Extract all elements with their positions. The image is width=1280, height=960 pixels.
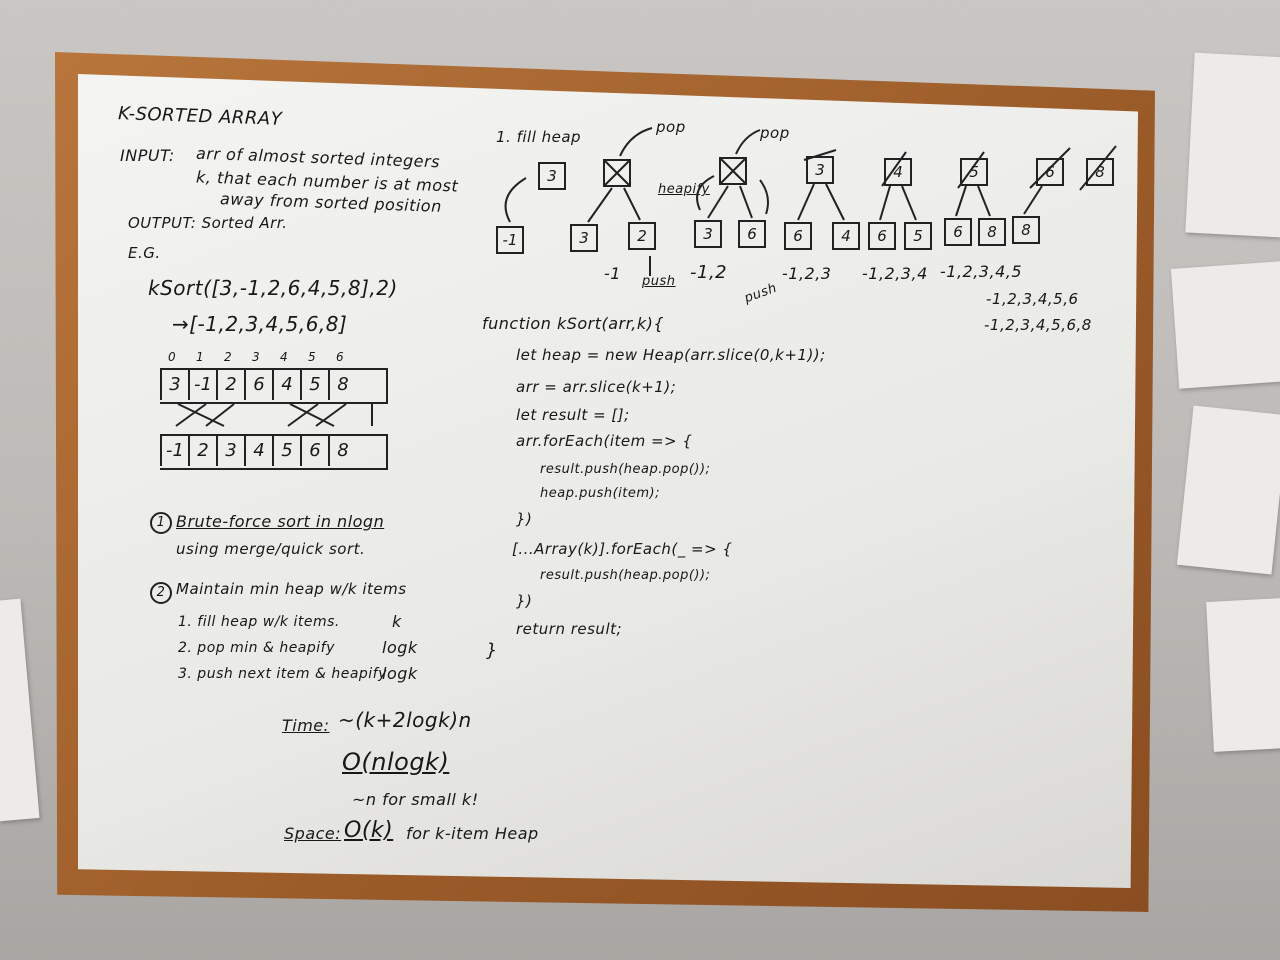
array-cell: 2 — [216, 370, 244, 400]
index-label: 6 — [336, 350, 345, 364]
code-line: } — [486, 640, 498, 661]
array-cell: -1 — [188, 370, 216, 400]
wall-paper-mid — [1170, 261, 1280, 389]
code-line: result.push(heap.pop()); — [540, 462, 711, 477]
step-cost: logk — [382, 664, 418, 683]
heap-node: 6 — [944, 218, 972, 246]
array-cell: -1 — [160, 436, 188, 466]
heap-node: 4 — [884, 158, 912, 186]
output-sequence: -1,2,3,4,5,6,8 — [984, 316, 1092, 334]
approach-2-number: 2 — [150, 582, 172, 604]
pop-label: pop — [656, 118, 686, 136]
code-line: }) — [516, 510, 533, 528]
step-text: 2. pop min & heapify — [178, 640, 335, 656]
heap-node: 4 — [832, 222, 860, 250]
pop-label: pop — [760, 124, 790, 142]
output-line: OUTPUT: Sorted Arr. — [128, 214, 288, 232]
heap-node: 3 — [570, 224, 598, 252]
approach-1-line-1: Brute-force sort in nlogn — [176, 512, 385, 531]
output-sequence: -1,2 — [690, 262, 728, 283]
code-line: heap.push(item); — [540, 486, 660, 501]
array-cell: 3 — [160, 370, 188, 400]
code-line: let heap = new Heap(arr.slice(0,k+1)); — [516, 346, 826, 364]
code-line: [...Array(k)].forEach(_ => { — [512, 540, 733, 558]
heap-node: 6 — [738, 220, 766, 248]
array-cell: 6 — [244, 370, 272, 400]
time-expression: ~(k+2logk)n — [338, 708, 472, 732]
example-call: kSort([3,-1,2,6,4,5,8],2) — [148, 276, 398, 300]
time-big-o: O(nlogk) — [342, 748, 450, 776]
array-cell: 4 — [272, 370, 300, 400]
space-label: Space: — [284, 824, 342, 843]
eg-label: E.G. — [128, 244, 161, 262]
code-line: result.push(heap.pop()); — [540, 568, 711, 583]
wall-paper-lower — [1176, 405, 1280, 575]
code-line: let result = []; — [516, 406, 630, 424]
input-array: 3 -1 2 6 4 5 8 — [160, 368, 388, 404]
index-label: 5 — [308, 350, 317, 364]
array-cell: 5 — [272, 436, 300, 466]
step-cost: logk — [382, 638, 418, 657]
approach-1-number: 1 — [150, 512, 172, 534]
heap-title: 1. fill heap — [496, 128, 582, 146]
step-text: 1. fill heap w/k items. — [178, 614, 340, 630]
index-label: 0 — [168, 350, 177, 364]
index-label: 4 — [280, 350, 289, 364]
array-cell: 4 — [244, 436, 272, 466]
heap-node: 6 — [784, 222, 812, 250]
step-text: 3. push next item & heapify — [178, 666, 387, 682]
approach-2-line-1: Maintain min heap w/k items — [176, 580, 407, 598]
array-cell: 6 — [300, 436, 328, 466]
array-cell: 5 — [300, 370, 328, 400]
code-line: arr = arr.slice(k+1); — [516, 378, 677, 396]
heap-node: 8 — [1012, 216, 1040, 244]
code-line: function kSort(arr,k){ — [482, 314, 665, 333]
heap-node: 3 — [806, 156, 834, 184]
heap-node: 5 — [904, 222, 932, 250]
sorted-array: -1 2 3 4 5 6 8 — [160, 434, 388, 470]
heap-node: 5 — [960, 158, 988, 186]
array-cell: 3 — [216, 436, 244, 466]
step-cost: k — [392, 612, 402, 631]
example-result: →[-1,2,3,4,5,6,8] — [172, 312, 348, 336]
output-sequence: -1,2,3 — [782, 264, 832, 283]
code-line: arr.forEach(item => { — [516, 432, 693, 450]
push-label: push — [642, 274, 676, 289]
index-label: 2 — [224, 350, 233, 364]
heap-node: 8 — [978, 218, 1006, 246]
array-cell: 8 — [328, 436, 356, 466]
index-label: 3 — [252, 350, 261, 364]
space-note: for k-item Heap — [406, 824, 539, 843]
space-big-o: O(k) — [344, 818, 394, 843]
wall-paper-bottom — [1206, 598, 1280, 752]
code-line: return result; — [516, 620, 623, 638]
time-label: Time: — [282, 716, 330, 735]
index-label: 1 — [196, 350, 205, 364]
heap-node: 3 — [694, 220, 722, 248]
code-line: }) — [516, 592, 533, 610]
heap-node: 8 — [1086, 158, 1114, 186]
approach-1-line-2: using merge/quick sort. — [176, 540, 366, 558]
heap-node: -1 — [496, 226, 524, 254]
output-sequence: -1,2,3,4 — [862, 264, 928, 283]
wall-paper-left — [0, 598, 40, 822]
time-note: ~n for small k! — [352, 790, 479, 809]
heap-node: 3 — [538, 162, 566, 190]
heap-node: 6 — [1036, 158, 1064, 186]
array-cell: 2 — [188, 436, 216, 466]
output-sequence: -1,2,3,4,5 — [940, 262, 1023, 281]
wall-paper-top — [1185, 52, 1280, 238]
heap-node: 6 — [868, 222, 896, 250]
output-sequence: -1,2,3,4,5,6 — [986, 290, 1079, 308]
input-label: INPUT: — [120, 146, 175, 165]
output-sequence: -1 — [604, 264, 621, 283]
heapify-label: heapify — [658, 182, 710, 197]
array-cell: 8 — [328, 370, 356, 400]
heap-node: 2 — [628, 222, 656, 250]
